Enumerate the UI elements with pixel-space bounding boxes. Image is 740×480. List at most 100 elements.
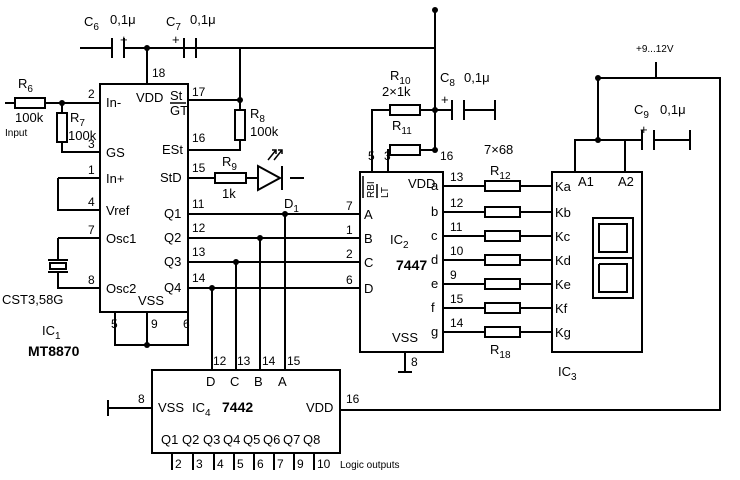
ic2-label-g: g [431,324,438,339]
r12-array-value: 7×68 [484,142,513,157]
ic1-label-q3: Q3 [164,254,181,269]
ic1-pin-17: 17 [192,85,206,99]
c9-ref: C9 [634,102,649,121]
r9-value: 1k [222,186,236,201]
ic1-label-q4: Q4 [164,280,181,295]
ic1-label-vdd: VDD [136,90,163,105]
ic3-anode-a2: A2 [618,174,634,189]
ic1-pin-2: 2 [88,87,95,101]
ic4-label-d: D [206,374,215,389]
ic2-pin-7: 7 [346,199,353,213]
c8-plus: + [441,92,449,107]
r7-value: 100k [68,128,97,143]
ic4-pin-15: 15 [287,354,301,368]
ic2-pin-12: 12 [450,196,464,210]
ic4-label-q7: Q7 [283,432,300,447]
ic4-pin-12: 12 [213,354,227,368]
ic2-7447: 5 3 16 RBI LT VDD VSS 8 IC2 7447 7A1B2C6… [346,149,464,369]
xtal-value: CST3,58G [2,292,63,307]
ic3-cathode-kc: Kc [555,229,571,244]
segment-resistor-b [484,206,521,218]
c7-plus: + [172,32,180,47]
segment-resistor-d [484,254,521,266]
capacitor-c8: C8 0,1μ + [440,70,496,120]
supply-label: +9...12V [636,44,674,55]
ic1-pin-3: 3 [88,137,95,151]
ic4-label-q4: Q4 [223,432,240,447]
ic1-pin-18: 18 [152,66,166,80]
c7-ref: C7 [166,14,181,33]
ic1-pin-1: 1 [88,163,95,177]
ic4-pin-3: 3 [196,457,203,471]
ic4-pin-10: 10 [317,457,331,471]
r12-ref: R12 [490,163,511,182]
ic4-label-vss: VSS [158,400,184,415]
resistor-r7: R7 100k [56,110,97,143]
ic4-label-b: B [254,374,263,389]
ic2-pin-8: 8 [411,355,418,369]
ic1-pin-8: 8 [88,273,95,287]
d1-ref: D1 [284,196,299,215]
ic1-label-vss: VSS [138,293,164,308]
ic1-ref: IC1 [42,323,61,342]
segment-resistor-e [484,278,521,290]
c6-value: 0,1μ [110,12,136,27]
ic1-pin-5: 5 [111,317,118,331]
ic1-label-in-plus: In+ [106,171,124,186]
ic3-cathode-kg: Kg [555,325,571,340]
ic4-pin-13: 13 [237,354,251,368]
r6-value: 100k [15,110,44,125]
resistor-r8: R8 100k [234,106,279,141]
crystal-xtal: CST3,58G [2,259,68,307]
ic2-label-f: f [431,300,435,315]
ic4-label-q1: Q1 [161,432,178,447]
ic2-label-a: a [431,178,439,193]
ic1-label-st: St [170,88,183,103]
resistor-array: 7×68 R12 R18 [484,142,521,361]
ic2-pin-11: 11 [450,220,463,234]
ic4-label-c: C [230,374,239,389]
ic3-cathode-ka: Ka [555,179,572,194]
ic3-anode-a1: A1 [578,174,594,189]
ic4-pin-8: 8 [138,392,145,406]
ic2-label-vdd: VDD [408,176,435,191]
ic4-pin-6: 6 [257,457,264,471]
ic2-pin-3: 3 [384,149,391,163]
ic4-pin-4: 4 [217,457,224,471]
seven-segment-digit [592,217,634,299]
ic4-pin-14: 14 [262,354,276,368]
c8-ref: C8 [440,70,455,89]
ic2-label-c: C [364,255,373,270]
ic4-label-q6: Q6 [263,432,280,447]
ic2-pin-16: 16 [440,149,454,163]
ic2-label-b: b [431,204,438,219]
ic4-label-q5: Q5 [243,432,260,447]
ic1-label-q2: Q2 [164,230,181,245]
ic1-label-gt: GT [170,103,188,118]
ic4-label-q2: Q2 [182,432,199,447]
ic1-pin-15: 15 [192,161,206,175]
ic4-pin-9: 9 [297,457,304,471]
ic2-label-d: d [431,252,438,267]
segment-resistor-a [484,180,521,192]
resistor-r10: R10 2×1k [382,68,421,116]
ic1-label-gs: GS [106,145,125,160]
ic4-label-vdd: VDD [306,400,333,415]
led-d1: D1 [257,149,299,215]
c7-value: 0,1μ [190,12,216,27]
ic1-label-est: ESt [162,142,183,157]
ic1-pin-14: 14 [192,271,206,285]
ic1-pin-16: 16 [192,131,206,145]
ic2-pin-2: 2 [346,247,353,261]
ic3-cathode-ke: Ke [555,277,571,292]
ic1-pin-9: 9 [151,317,158,331]
ic2-label-d: D [364,281,373,296]
ic4-pin-16: 16 [346,392,360,406]
ic1-pin-11: 11 [192,197,205,211]
ic1-mt8870: 2 In- 3 GS 1 In+ 4 Vref 7 Osc1 8 Osc2 18… [28,66,206,359]
